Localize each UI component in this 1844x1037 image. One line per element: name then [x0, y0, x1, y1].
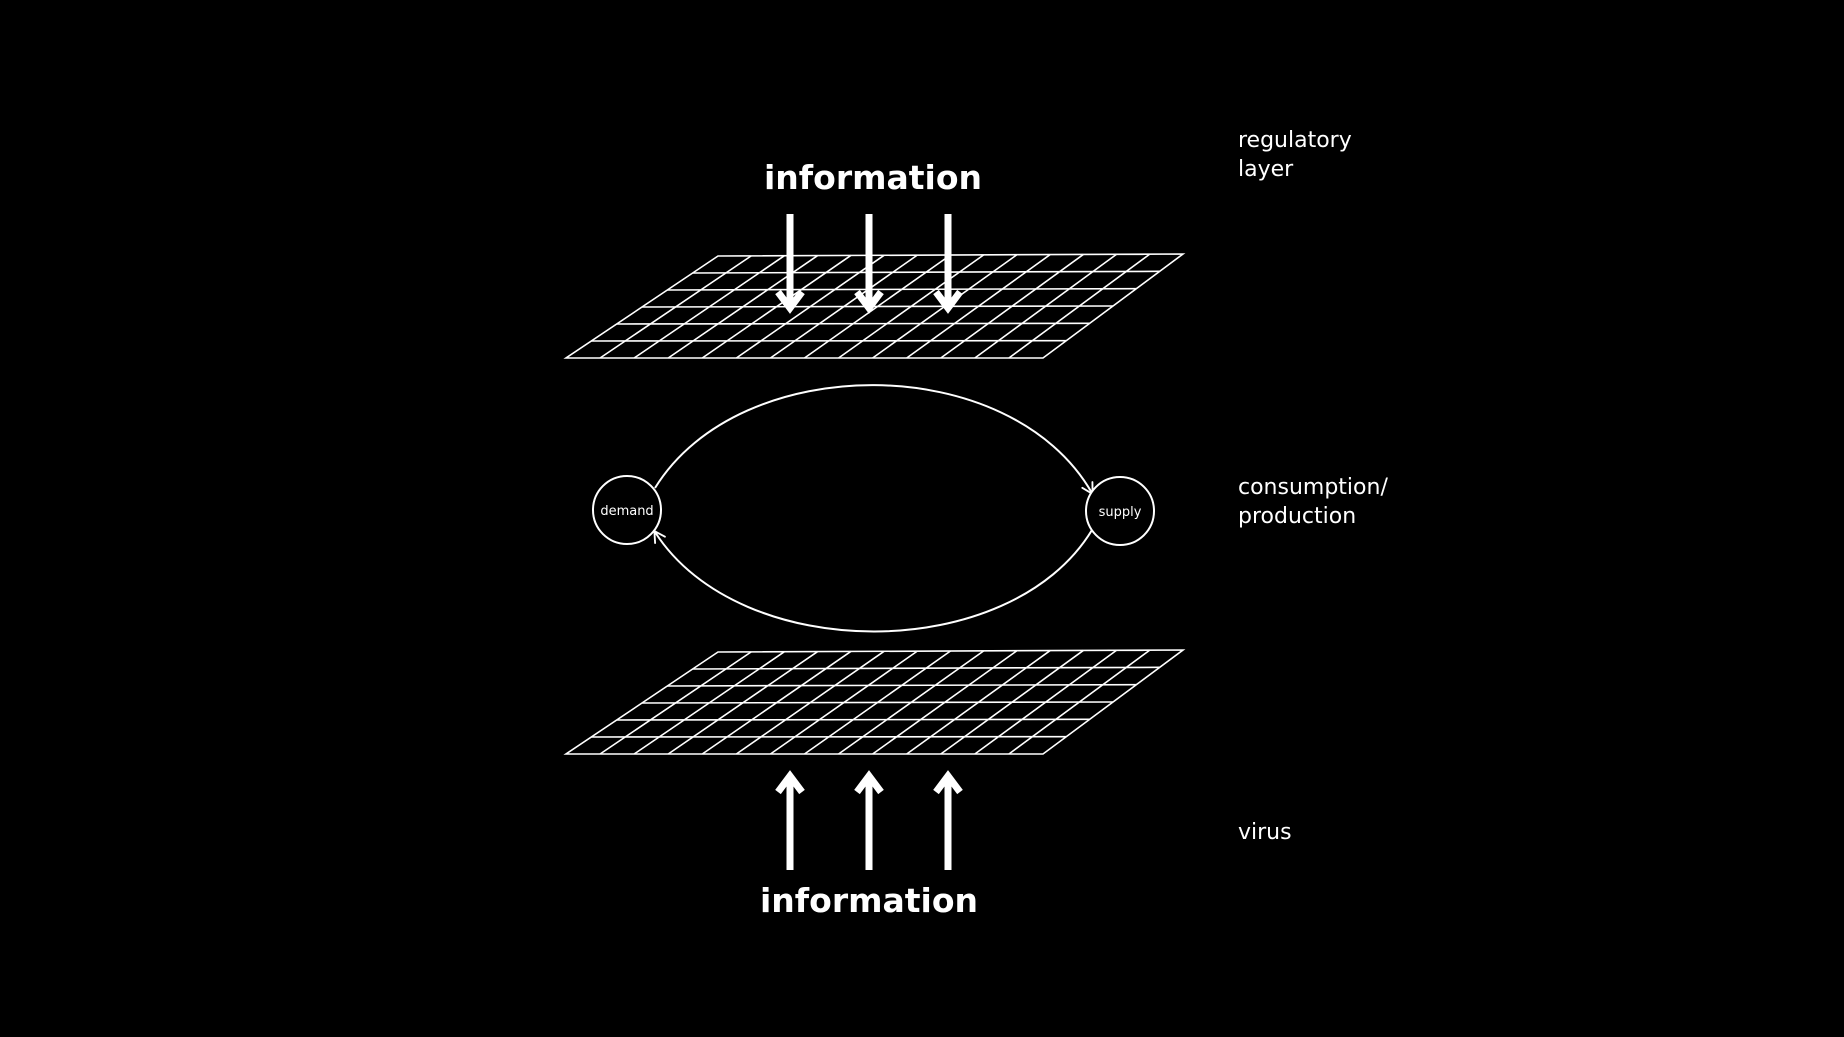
demand-label: demand — [600, 504, 653, 519]
information-arrow-down-1 — [775, 214, 805, 314]
consumption-production-label-line-1: consumption/ — [1238, 475, 1388, 500]
grid-column-line — [599, 255, 752, 359]
grid-column-line — [940, 649, 1084, 755]
grid-column-line — [769, 650, 918, 755]
grid-column-line — [974, 253, 1118, 359]
grid-column-line — [667, 650, 819, 755]
grid-column-line — [906, 253, 1051, 359]
regulatory-layer-label-line-1: regulatory — [1238, 128, 1352, 153]
consumption-production-label: consumption/ production — [1238, 475, 1395, 529]
grid-column-line — [633, 255, 785, 359]
grid-column-line — [1008, 253, 1151, 359]
supply-to-demand-arrow — [653, 529, 1093, 633]
grid-column-line — [735, 254, 885, 359]
grid-column-line — [872, 650, 1018, 755]
supply-node: supply — [1085, 476, 1155, 546]
regulatory-layer-label-line-2: layer — [1238, 157, 1294, 182]
regulatory-layer-grid — [563, 253, 1186, 359]
grid-column-line — [735, 650, 885, 755]
grid-column-line — [906, 649, 1051, 755]
grid-column-line — [769, 254, 918, 359]
grid-column-line — [804, 650, 951, 755]
information-arrow-up-1 — [775, 770, 805, 870]
grid-column-line — [701, 650, 852, 755]
information-label-bottom: information — [760, 881, 978, 920]
information-arrows-up — [775, 770, 963, 870]
information-arrow-up-3 — [933, 770, 963, 870]
consumption-production-label-line-2: production — [1238, 504, 1356, 529]
information-arrow-up-2 — [854, 770, 884, 870]
supply-label: supply — [1099, 505, 1142, 520]
grid-column-line — [701, 254, 852, 359]
grid-column-line — [940, 253, 1084, 359]
information-label-top: information — [764, 158, 982, 197]
grid-column-line — [633, 651, 785, 755]
virus-layer-grid — [563, 649, 1186, 755]
grid-column-line — [974, 649, 1118, 755]
grid-column-line — [838, 254, 985, 359]
demand-node: demand — [592, 475, 662, 545]
information-arrow-down-2 — [854, 214, 884, 314]
grid-column-line — [1008, 649, 1151, 755]
regulatory-layer-label: regulatory layer — [1238, 128, 1359, 182]
virus-label: virus — [1238, 820, 1292, 845]
information-arrows-down — [775, 214, 963, 314]
grid-column-line — [804, 254, 951, 359]
demand-to-supply-arrow — [654, 384, 1094, 495]
information-arrow-down-3 — [933, 214, 963, 314]
grid-column-line — [838, 650, 985, 755]
grid-column-line — [599, 651, 752, 755]
